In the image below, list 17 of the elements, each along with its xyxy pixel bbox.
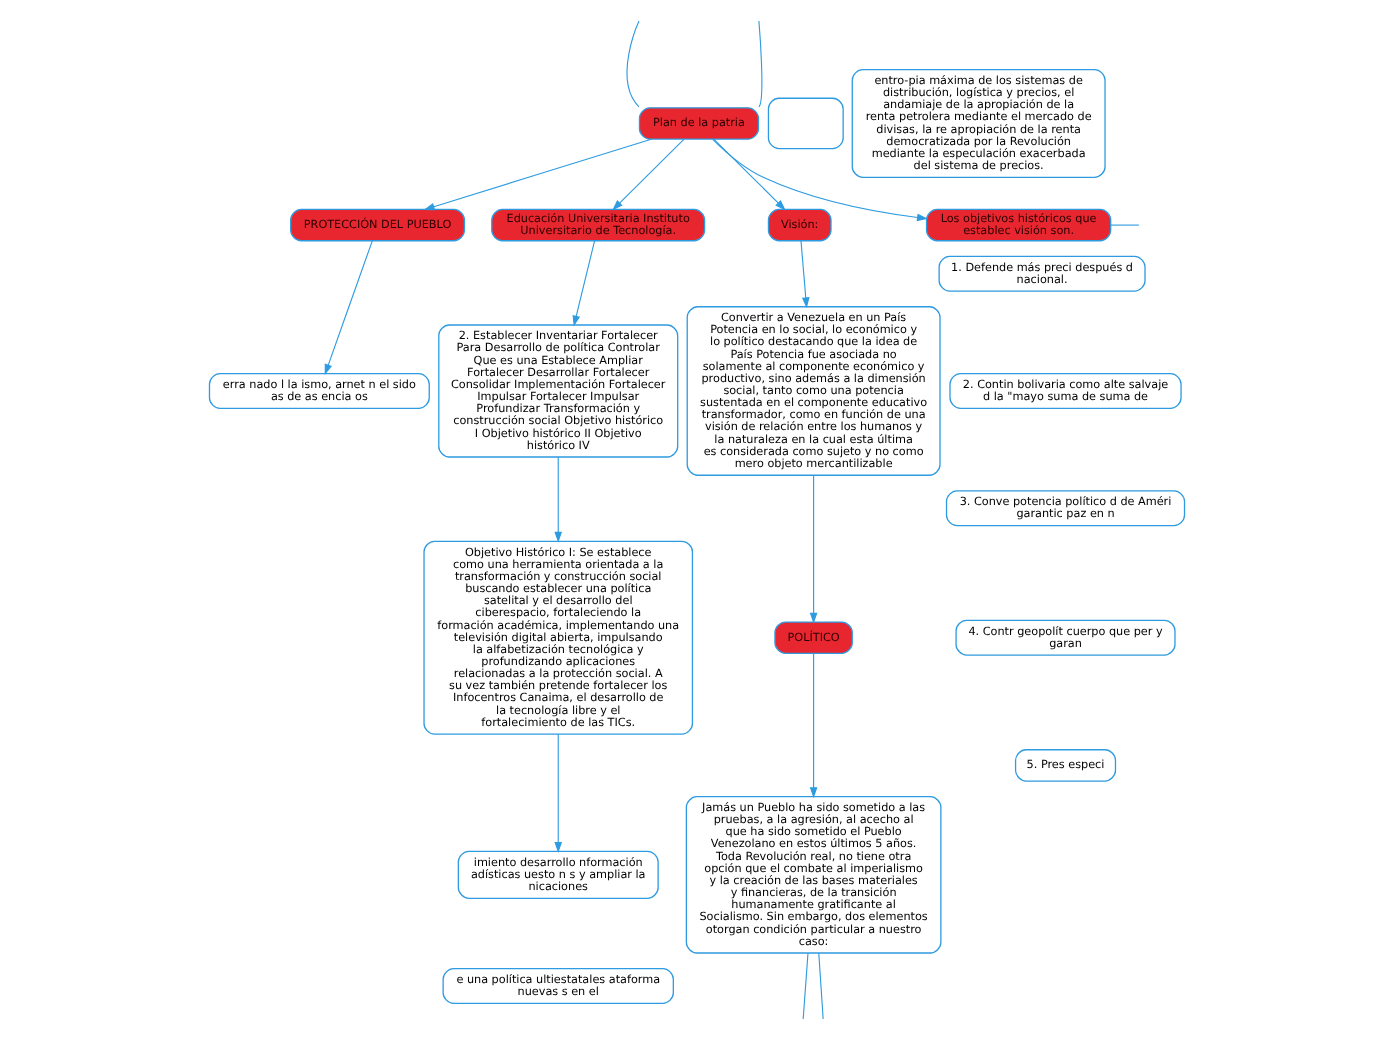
connector (802, 952, 809, 1020)
arrow (324, 240, 373, 376)
arrow (711, 138, 928, 222)
connector (758, 20, 763, 108)
connector (626, 20, 640, 108)
arrow (572, 240, 596, 327)
arrow (612, 138, 685, 211)
arrow (423, 138, 652, 211)
arrow (809, 653, 818, 799)
arrow (800, 240, 810, 309)
connector (1110, 224, 1140, 226)
connector (818, 952, 824, 1020)
arrow (713, 138, 786, 211)
arrow (554, 733, 563, 853)
arrow (809, 474, 818, 624)
arrow (554, 456, 563, 543)
node-box (767, 97, 844, 150)
